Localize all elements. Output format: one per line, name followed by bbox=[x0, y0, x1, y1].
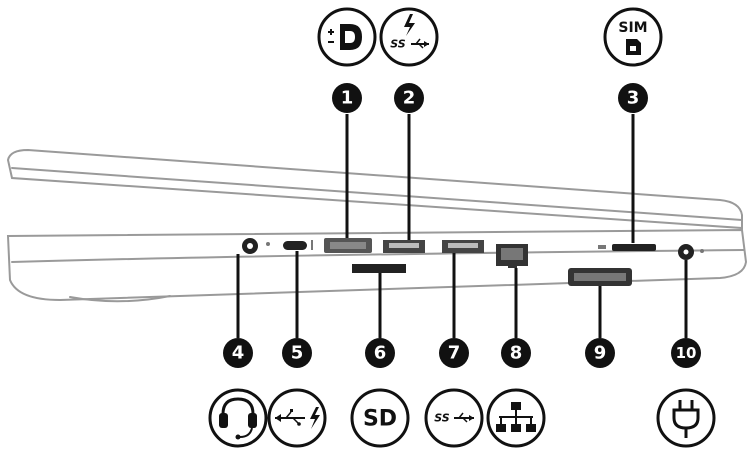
callout-4: 4 bbox=[223, 338, 253, 368]
ss-label-top: SS bbox=[390, 38, 406, 51]
callout-10: 10 bbox=[671, 338, 701, 368]
usb-type-c-charging-icon bbox=[267, 388, 327, 448]
top-icons: SS SIM bbox=[317, 7, 663, 67]
rj45-port-inner bbox=[501, 248, 523, 260]
callout-4-number: 4 bbox=[232, 343, 245, 364]
sd-card-icon: SD bbox=[350, 388, 410, 448]
callout-8: 8 bbox=[501, 338, 531, 368]
sim-slot-indicator bbox=[598, 245, 606, 249]
callout-2: 2 bbox=[394, 83, 424, 113]
callout-5-number: 5 bbox=[291, 343, 304, 364]
power-plug-icon bbox=[656, 388, 716, 448]
displayport-port-inner bbox=[330, 242, 366, 249]
callout-3-number: 3 bbox=[627, 88, 640, 109]
bottom-icons: SD SS bbox=[208, 388, 716, 448]
sd-label: SD bbox=[363, 407, 397, 432]
callout-6: 6 bbox=[365, 338, 395, 368]
usb-port-2-inner bbox=[448, 243, 478, 248]
displayport-icon bbox=[317, 7, 377, 67]
usb-c-port bbox=[283, 241, 307, 250]
power-connector-indicator bbox=[700, 249, 704, 253]
audio-jack-port-indicator bbox=[266, 242, 270, 246]
callout-7: 7 bbox=[439, 338, 469, 368]
leader-lines bbox=[236, 114, 688, 338]
callout-2-number: 2 bbox=[403, 88, 416, 109]
callout-6-number: 6 bbox=[374, 343, 387, 364]
laptop-base-seam bbox=[11, 249, 745, 263]
usb-superspeed-charging-icon: SS bbox=[379, 7, 439, 67]
audio-jack-port-inner bbox=[247, 243, 253, 249]
laptop-body bbox=[6, 148, 748, 303]
callout-7-number: 7 bbox=[448, 343, 461, 364]
ss-label-bottom: SS bbox=[434, 412, 450, 425]
ports bbox=[242, 238, 704, 286]
usb-port-1-inner bbox=[389, 243, 419, 248]
laptop-foot bbox=[69, 295, 171, 303]
callout-3: 3 bbox=[618, 83, 648, 113]
callouts: 1 2 3 4 5 6 7 8 bbox=[223, 83, 701, 368]
callout-1-number: 1 bbox=[341, 88, 354, 109]
sim-card-icon: SIM bbox=[603, 7, 663, 67]
power-connector-port-inner bbox=[683, 249, 689, 255]
callout-10-number: 10 bbox=[676, 344, 697, 362]
callout-1: 1 bbox=[332, 83, 362, 113]
callout-8-number: 8 bbox=[510, 343, 523, 364]
docking-connector-inner bbox=[574, 273, 626, 281]
usb-superspeed-icon: SS bbox=[424, 388, 484, 448]
usb-c-port-indicator bbox=[311, 240, 313, 250]
callout-9: 9 bbox=[585, 338, 615, 368]
rj45-port-latch bbox=[508, 260, 517, 268]
sim-slot bbox=[612, 244, 656, 251]
laptop-base-outline bbox=[6, 228, 748, 302]
sd-card-slot bbox=[352, 264, 406, 273]
callout-5: 5 bbox=[282, 338, 312, 368]
headset-icon bbox=[208, 388, 268, 448]
laptop-lid-edge bbox=[11, 167, 743, 221]
sim-label: SIM bbox=[618, 20, 647, 36]
callout-9-number: 9 bbox=[594, 343, 607, 364]
laptop-lid-outline bbox=[6, 148, 743, 230]
network-rj45-icon bbox=[486, 388, 546, 448]
